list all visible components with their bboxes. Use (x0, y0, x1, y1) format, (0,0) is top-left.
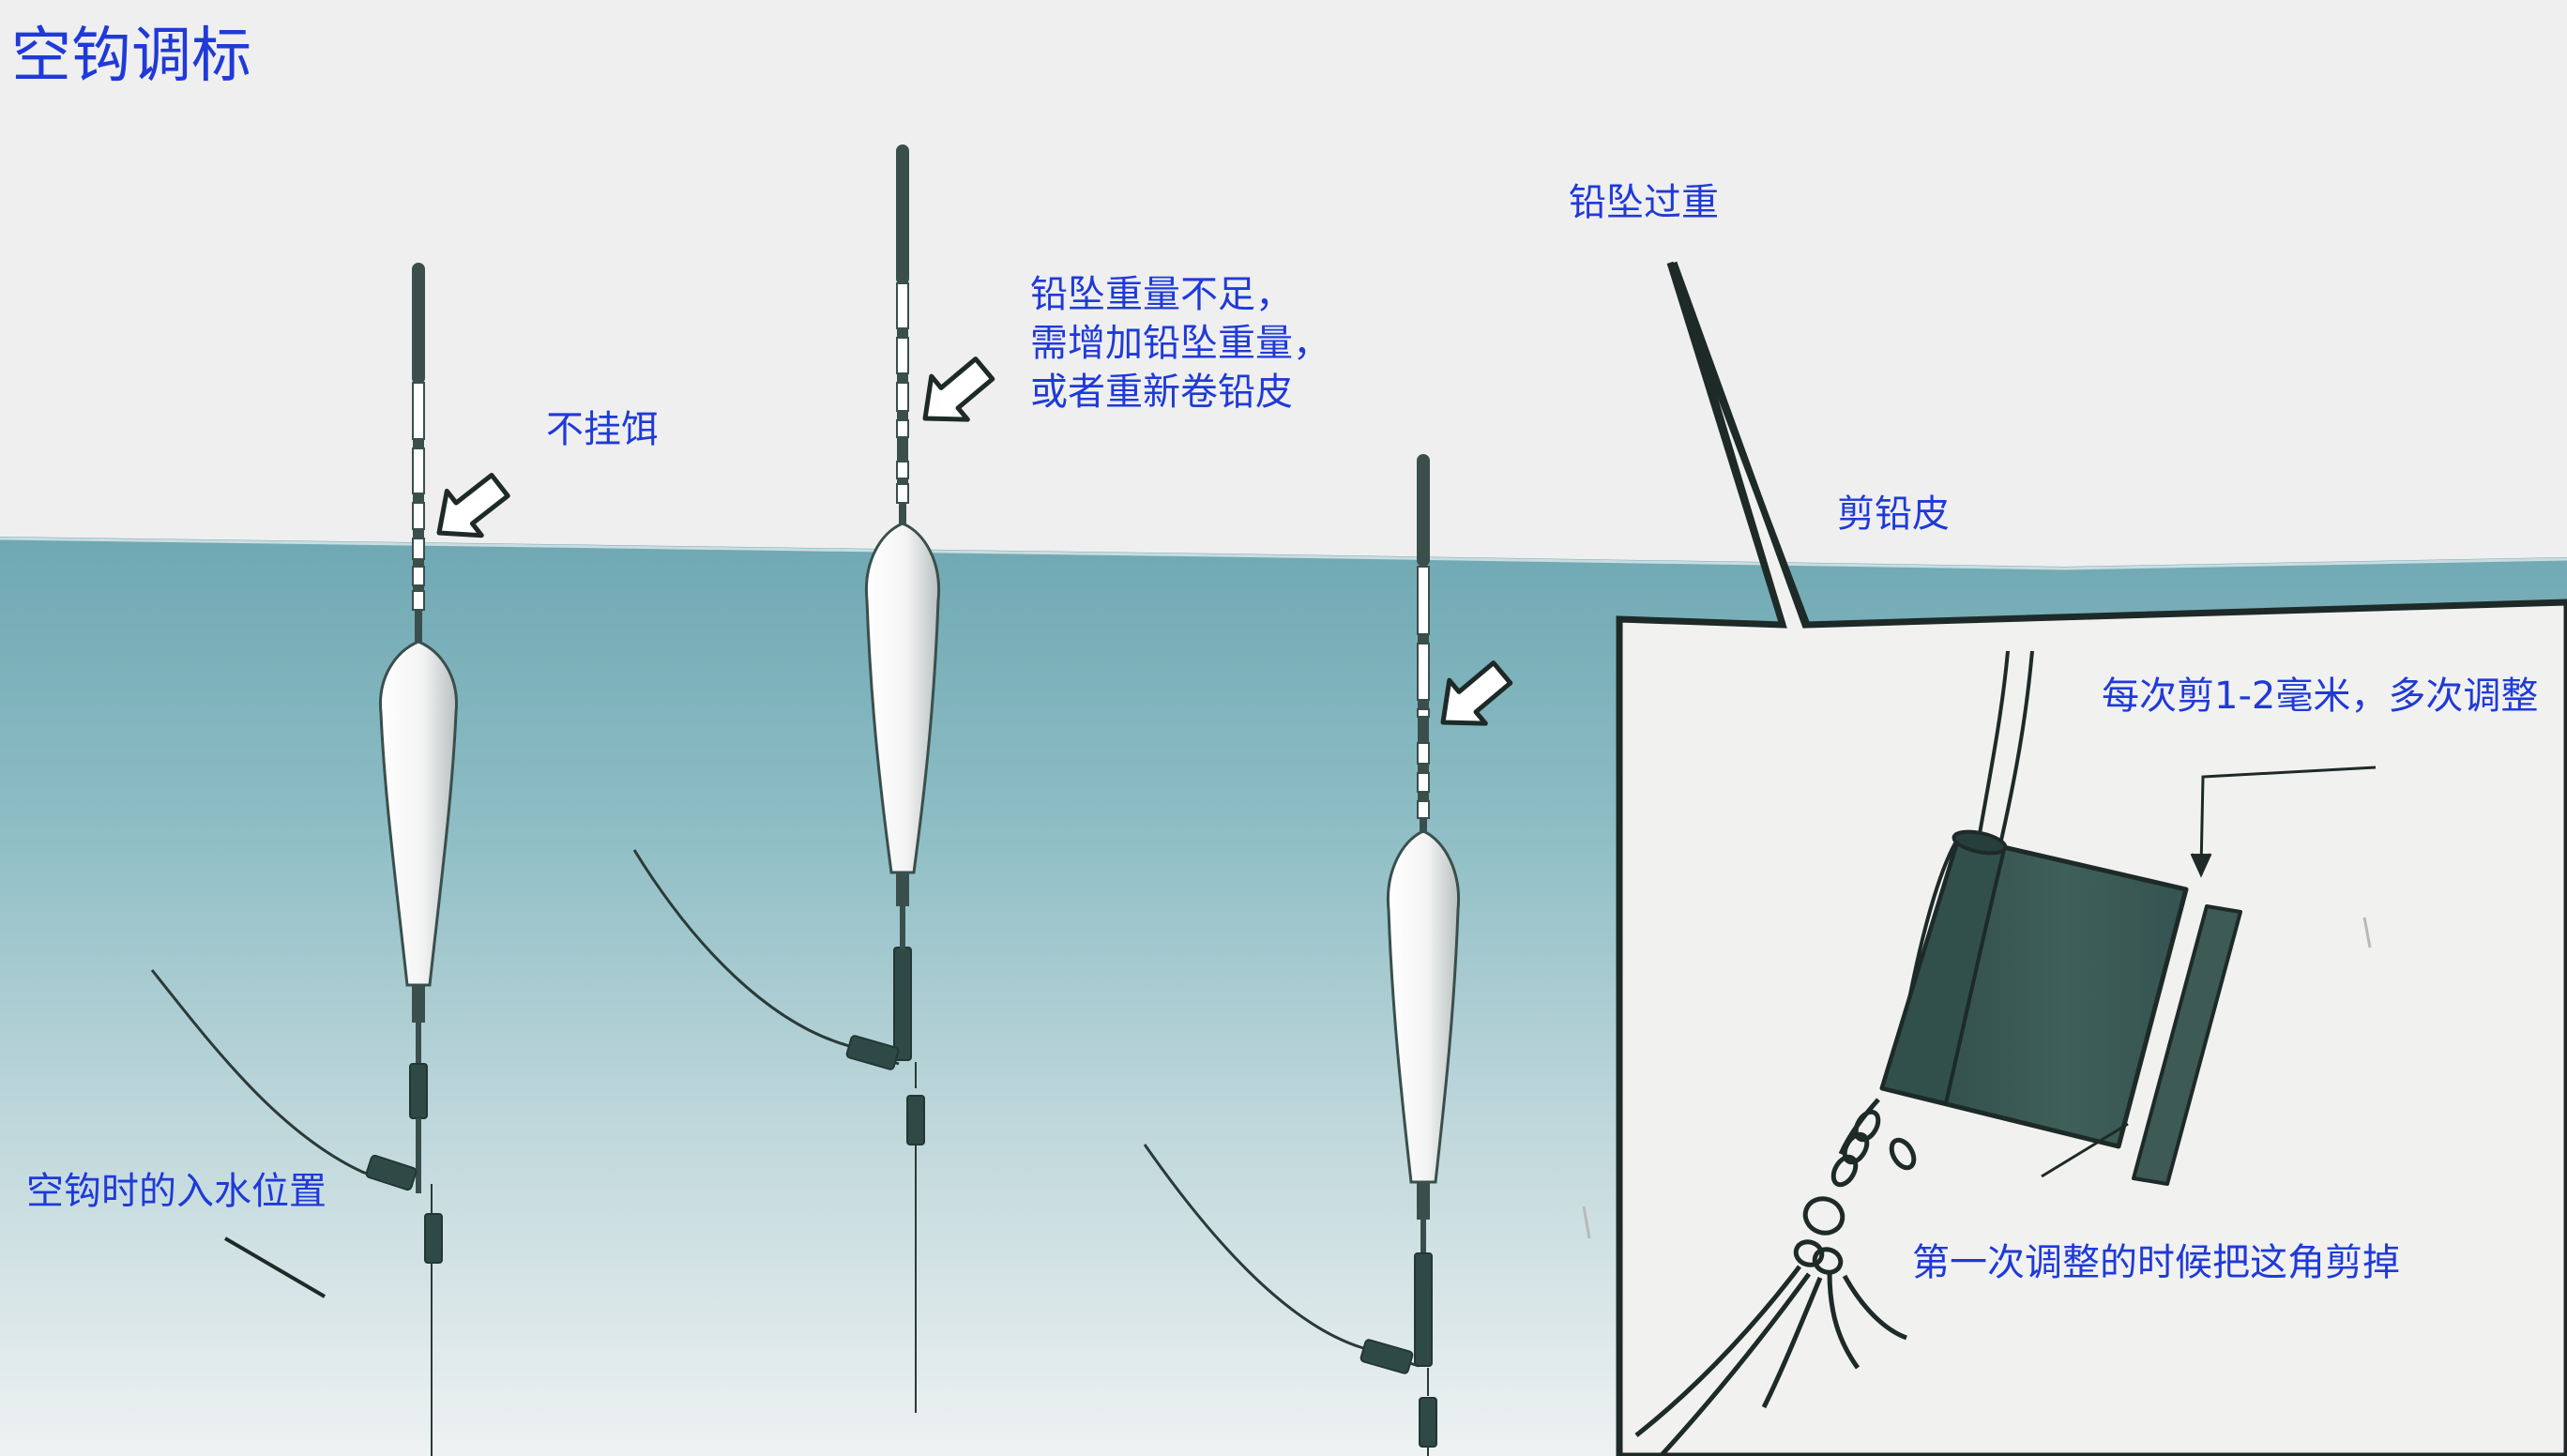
entry-position-mark (223, 1236, 327, 1298)
label-weight-insufficient: 铅坠重量不足， 需增加铅坠重量， 或者重新卷铅皮 (1030, 270, 1330, 417)
cut-strip (2132, 904, 2242, 1186)
float-weight-insufficient (632, 144, 941, 1413)
label-weight-insufficient-line-2: 需增加铅坠重量， (1030, 322, 1330, 365)
label-empty-hook-entry-position: 空钩时的入水位置 (26, 1170, 327, 1213)
label-weight-insufficient-line-1: 铅坠重量不足， (1030, 273, 1293, 316)
label-weight-too-heavy: 铅坠过重 (1569, 181, 1719, 224)
lead-sheet-roll (1879, 829, 2189, 1178)
corner-pointer (2190, 766, 2377, 878)
inset-panel (1582, 261, 2567, 1456)
label-cut-each-time: 每次剪1-2毫米，多次调整 (2102, 675, 2539, 718)
label-cut-lead-sheet: 剪铅皮 (1837, 493, 1950, 536)
label-weight-insufficient-line-3: 或者重新卷铅皮 (1030, 371, 1293, 414)
page-title: 空钩调标 (11, 22, 251, 91)
swivel-knot (1634, 1098, 1917, 1456)
label-first-adjust-cut-corner: 第一次调整的时候把这角剪掉 (1912, 1241, 2400, 1284)
outlined-arrow-icon (436, 356, 1513, 726)
label-no-bait: 不挂饵 (546, 408, 659, 451)
water-surface-line (0, 537, 2567, 570)
float-no-bait (150, 263, 458, 1456)
lead-line-top (1976, 650, 2034, 845)
float-weight-heavy (1143, 454, 1461, 1456)
